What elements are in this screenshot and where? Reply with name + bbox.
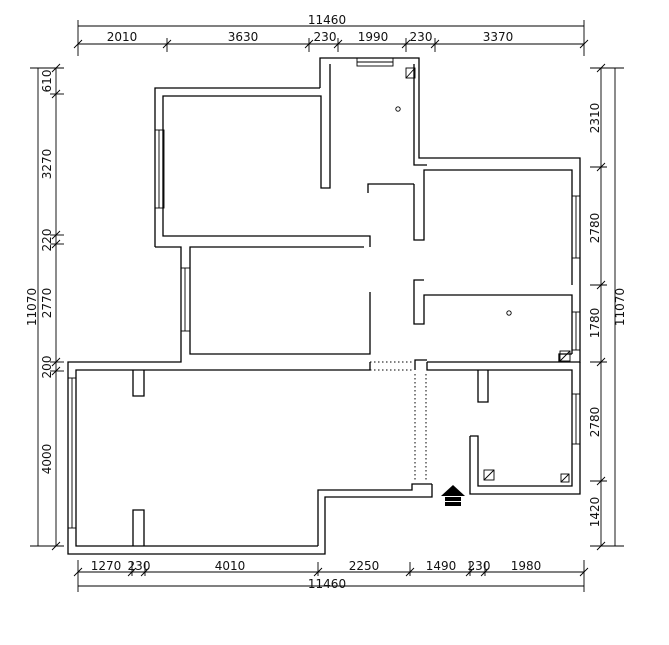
drain-icon	[395, 106, 401, 112]
left-dimension-3: 220	[40, 229, 54, 252]
left-dimension-1: 610	[40, 70, 54, 93]
drain-icon	[506, 310, 512, 316]
top-total-dimension: 11460	[308, 13, 346, 27]
door-openings	[370, 361, 427, 482]
bottom-dimension-lines	[73, 560, 589, 592]
bottom-dimension-1: 1270	[91, 559, 122, 573]
right-dimension-2: 2780	[588, 213, 602, 244]
right-dimension-lines	[590, 63, 624, 551]
left-total-dimension: 11070	[25, 288, 39, 326]
bottom-dimension-7: 1980	[511, 559, 542, 573]
entrance-arrow-icon	[441, 485, 465, 506]
right-dimension-4: 2780	[588, 407, 602, 438]
bottom-dimension-4: 2250	[349, 559, 380, 573]
top-dimension-1: 2010	[107, 30, 138, 44]
left-dimension-lines	[30, 63, 64, 551]
left-dimension-4: 2770	[40, 288, 54, 319]
bottom-dimension-5: 1490	[426, 559, 457, 573]
windows	[67, 57, 581, 529]
fixtures	[395, 67, 571, 483]
left-dimension-6: 4000	[40, 444, 54, 475]
top-dimension-3: 230	[314, 30, 337, 44]
right-dimension-3: 1780	[588, 308, 602, 339]
top-dimension-2: 3630	[228, 30, 259, 44]
bottom-dimension-3: 4010	[215, 559, 246, 573]
right-dimension-1: 2310	[588, 103, 602, 134]
top-dimension-4: 1990	[358, 30, 389, 44]
top-dimension-5: 230	[410, 30, 433, 44]
right-total-dimension: 11070	[613, 288, 627, 326]
top-dimension-6: 3370	[483, 30, 514, 44]
exterior-walls	[67, 57, 581, 555]
right-dimension-5: 1420	[588, 497, 602, 528]
bottom-total-dimension: 11460	[308, 577, 346, 591]
left-dimension-5: 200	[40, 356, 54, 379]
interior-walls	[75, 64, 573, 547]
top-dimension-lines	[73, 20, 589, 56]
left-dimension-2: 3270	[40, 149, 54, 180]
bottom-dimension-6: 230	[468, 559, 491, 573]
bottom-dimension-2: 230	[128, 559, 151, 573]
